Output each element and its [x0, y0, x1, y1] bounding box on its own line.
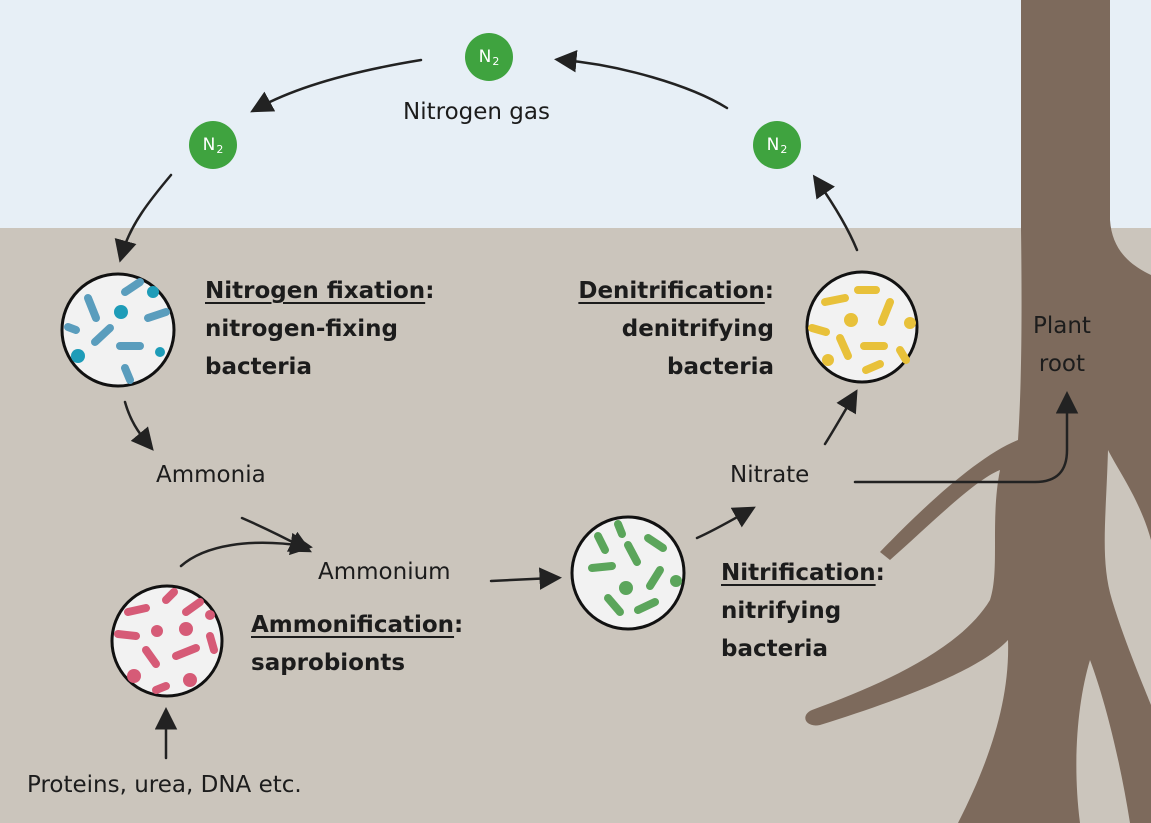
plant-root-line2: root — [1038, 351, 1086, 377]
denitrification-line2: bacteria — [667, 354, 774, 380]
nitrification-title: Nitrification — [721, 560, 876, 586]
nitrification-colon: : — [875, 560, 885, 586]
arrow-nitrification-to-nitrate — [695, 506, 756, 540]
ammonia-label: Ammonia — [156, 462, 266, 488]
plant-root-line1: Plant — [1033, 313, 1091, 339]
source-label: Proteins, urea, DNA etc. — [27, 772, 302, 798]
denitrifying-bacteria-circle — [805, 270, 919, 384]
nitrifying-bacteria-circle — [570, 515, 686, 631]
arrow-gas-to-left-n2 — [250, 58, 423, 113]
nitrification-line1: nitrifying — [721, 598, 842, 624]
arrow-nitrate-to-root — [853, 391, 1079, 484]
saprobionts-circle — [110, 584, 224, 698]
n2-subscript: 2 — [780, 142, 788, 156]
ammonification-title: Ammonification — [251, 612, 455, 638]
n2-symbol: N — [766, 135, 780, 155]
nitrate-label: Nitrate — [730, 462, 810, 488]
ammonification-label: Ammonification: saprobionts — [251, 606, 463, 682]
n2-symbol: N — [202, 135, 216, 155]
ammonium-label: Ammonium — [318, 559, 451, 585]
fixation-line2: bacteria — [205, 354, 312, 380]
arrow-right-n2-to-gas — [554, 49, 729, 110]
denitrification-label: Denitrification: denitrifying bacteria — [578, 272, 774, 386]
denitrification-title: Denitrification — [578, 278, 765, 304]
fixation-line1: nitrogen-fixing — [205, 316, 398, 342]
ammonification-colon: : — [454, 612, 464, 638]
fixation-label: Nitrogen fixation: nitrogen-fixing bacte… — [205, 272, 434, 386]
arrow-nitrate-to-denitrification — [823, 389, 858, 446]
arrow-denitrification-to-right-n2 — [812, 174, 859, 252]
arrow-left-n2-to-fixation — [114, 173, 173, 263]
fixation-colon: : — [425, 278, 435, 304]
denitrification-line1: denitrifying — [621, 316, 774, 342]
nitrification-line2: bacteria — [721, 636, 828, 662]
plant-root-shape — [805, 0, 1151, 823]
fixing-bacteria-circle — [60, 272, 176, 388]
denitrification-colon: : — [764, 278, 774, 304]
arrow-saprobionts-to-ammonium — [179, 532, 313, 568]
sky-background — [0, 0, 1151, 228]
arrow-ammonium-to-nitrification — [489, 567, 562, 590]
soil-background — [0, 228, 1151, 823]
nitrogen-gas-label: Nitrogen gas — [403, 99, 550, 125]
nitrification-label: Nitrification: nitrifying bacteria — [721, 554, 885, 668]
ammonification-line1: saprobionts — [251, 650, 406, 676]
plant-root-label: Plant root — [1033, 307, 1091, 383]
n2-subscript: 2 — [492, 54, 500, 68]
n2-subscript: 2 — [216, 142, 224, 156]
arrow-fixation-to-ammonia — [123, 400, 154, 451]
arrows — [114, 49, 1079, 760]
fixation-title: Nitrogen fixation — [205, 278, 426, 304]
n2-symbol: N — [478, 47, 492, 67]
